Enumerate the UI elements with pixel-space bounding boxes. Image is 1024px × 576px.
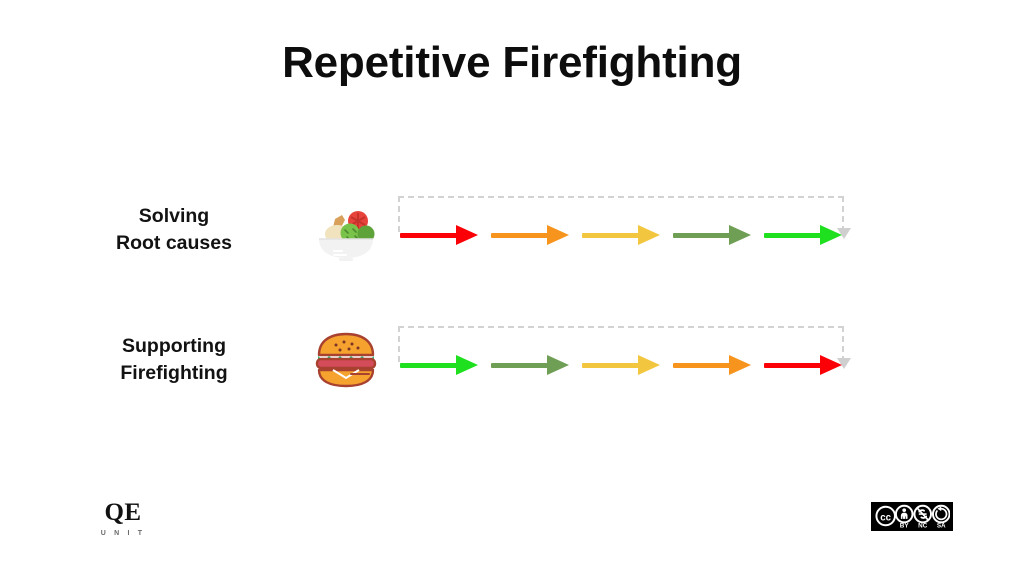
qe-unit-logo-subtitle: U N I T (100, 530, 146, 537)
hamburger-emoji (311, 325, 381, 395)
feedback-loop-arrowhead-down-icon (837, 228, 851, 239)
svg-text:BY: BY (900, 523, 910, 529)
arrow-2-olive-green (491, 354, 569, 376)
arrow-1-red (400, 224, 478, 246)
row-label-line-1: Supporting (122, 335, 226, 358)
svg-text:SA: SA (937, 523, 946, 529)
qe-unit-logo: QE U N I T (93, 500, 153, 537)
feedback-loop-arrowhead-down-icon (837, 358, 851, 369)
arrow-3-amber (582, 224, 660, 246)
svg-text:cc: cc (880, 512, 891, 523)
arrow-4-orange (673, 354, 751, 376)
arrow-5-red (764, 354, 842, 376)
arrow-4-olive-green (673, 224, 751, 246)
row-label-line-2: Firefighting (120, 362, 228, 384)
arrow-3-amber (582, 354, 660, 376)
green-salad-emoji (311, 195, 381, 265)
arrow-sequence-solving (400, 222, 842, 248)
row-label-supporting-firefighting: Supporting Firefighting (40, 333, 308, 387)
arrow-5-bright-green (764, 224, 842, 246)
qe-unit-logo-mark: QE (104, 499, 142, 526)
row-label-line-2: Root causes (116, 232, 232, 254)
row-supporting-firefighting: Supporting Firefighting (0, 312, 1024, 408)
row-solving-root-causes: Solving Root causes (0, 182, 1024, 278)
row-label-solving-root-causes: Solving Root causes (40, 203, 308, 257)
cc-by-nc-sa-badge: cc BY NC SA (871, 502, 953, 531)
arrow-sequence-supporting (400, 352, 842, 378)
row-label-line-1: Solving (138, 205, 210, 228)
arrow-1-bright-green (400, 354, 478, 376)
page-title: Repetitive Firefighting (282, 38, 742, 87)
arrow-2-orange (491, 224, 569, 246)
svg-text:NC: NC (918, 523, 928, 529)
